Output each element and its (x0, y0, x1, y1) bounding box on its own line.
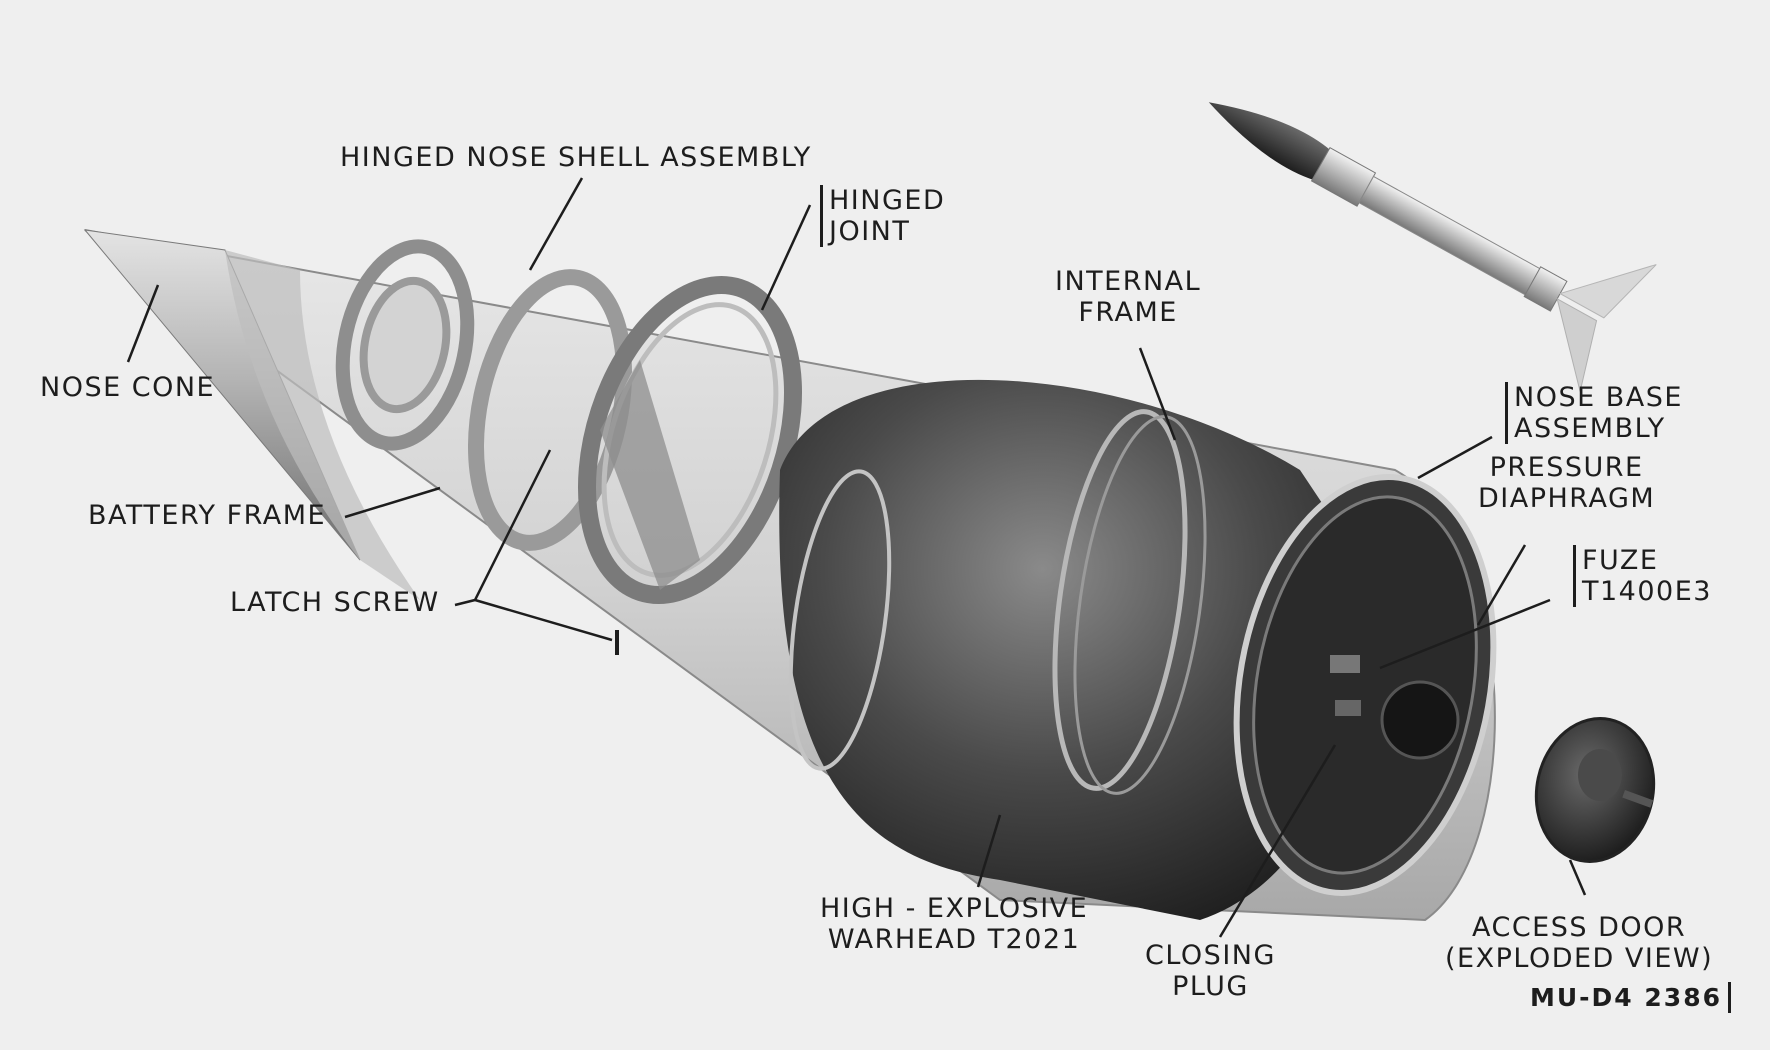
label-hinged-joint-line1: HINGED (829, 185, 946, 216)
label-hinged-joint: HINGED JOINT (820, 185, 945, 247)
leader-hinged-nose-shell (528, 177, 584, 271)
label-closing-plug: CLOSING PLUG (1145, 940, 1276, 1002)
complete-missile-inset (1208, 102, 1657, 392)
label-pressure-diaphragm: PRESSURE DIAPHRAGM (1478, 452, 1655, 514)
label-access-door-line2: (EXPLODED VIEW) (1445, 943, 1714, 974)
fuze-body (1330, 655, 1360, 673)
label-nose-base-assembly-line2: ASSEMBLY (1514, 413, 1666, 444)
label-pressure-diaphragm-line2: DIAPHRAGM (1478, 483, 1656, 514)
label-fuze: FUZE T1400E3 (1573, 545, 1712, 607)
label-hinged-nose-shell-assembly: HINGED NOSE SHELL ASSEMBLY (340, 142, 812, 173)
pressure-diaphragm (1252, 495, 1478, 875)
label-closing-plug-line1: CLOSING (1145, 940, 1276, 971)
label-closing-plug-line2: PLUG (1172, 971, 1249, 1002)
label-fuze-line2: T1400E3 (1582, 576, 1712, 607)
label-nose-cone: NOSE CONE (40, 372, 216, 403)
leader-access-door (1568, 859, 1587, 896)
leader-nose-base-assembly (1417, 435, 1493, 480)
internal-frame-band (1052, 409, 1188, 791)
leader-internal-frame (1138, 347, 1177, 441)
label-hinged-joint-line2: JOINT (829, 216, 911, 247)
warhead-body (779, 379, 1364, 920)
nose-assembly-cutaway (83, 229, 1656, 922)
label-fuze-line1: FUZE (1582, 545, 1659, 576)
label-warhead-line1: HIGH - EXPLOSIVE (820, 893, 1089, 924)
label-latch-screw: LATCH SCREW (230, 587, 440, 618)
leader-pressure-diaphragm (1476, 544, 1527, 626)
leader-closing-plug (1218, 744, 1337, 938)
leader-battery-frame (344, 486, 441, 519)
label-battery-frame: BATTERY FRAME (88, 500, 327, 531)
closing-plug (1380, 680, 1460, 760)
leader-warhead (976, 814, 1002, 888)
leader-lines (126, 177, 1587, 938)
label-internal-frame-line2: FRAME (1078, 297, 1178, 328)
battery-frame-ring (335, 239, 475, 451)
label-warhead: HIGH - EXPLOSIVE WARHEAD T2021 (820, 893, 1088, 955)
label-access-door-line1: ACCESS DOOR (1471, 912, 1687, 943)
label-warhead-line2: WARHEAD T2021 (827, 924, 1081, 955)
leader-fuze (1379, 598, 1551, 670)
leader-hinged-joint (760, 204, 812, 311)
label-nose-base-assembly-line1: NOSE BASE (1514, 382, 1683, 413)
leader-latch-screw-lower (474, 598, 613, 642)
label-access-door: ACCESS DOOR (EXPLODED VIEW) (1445, 912, 1713, 974)
leader-nose-cone (126, 284, 160, 363)
figure-id: MU-D4 2386 (1530, 982, 1731, 1013)
label-pressure-diaphragm-line1: PRESSURE (1489, 452, 1644, 483)
label-nose-base-assembly: NOSE BASE ASSEMBLY (1505, 382, 1683, 444)
label-internal-frame: INTERNAL FRAME (1055, 266, 1201, 328)
label-internal-frame-line1: INTERNAL (1055, 266, 1202, 297)
